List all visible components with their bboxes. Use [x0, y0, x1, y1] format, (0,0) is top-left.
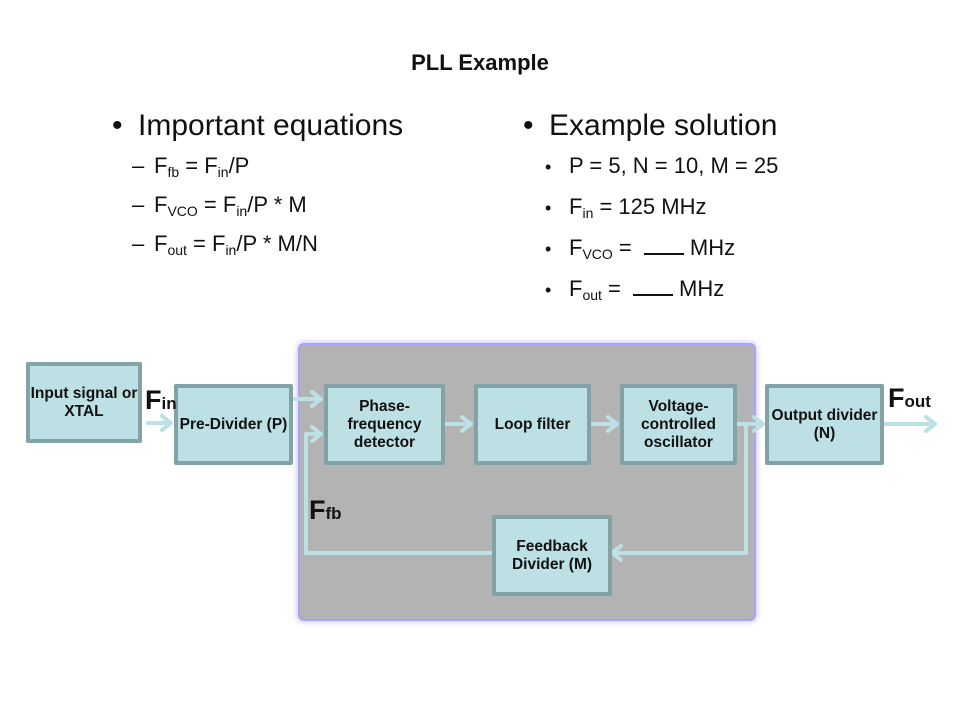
- pre-divider-block: Pre-Divider (P): [174, 384, 293, 465]
- dash-icon: –: [132, 192, 145, 217]
- equation-fvco: –FVCO = Fin/P * M: [112, 185, 403, 224]
- arrowhead-icon: [752, 415, 765, 433]
- dash-icon: –: [132, 231, 145, 256]
- ffb-label: Ffb: [309, 495, 342, 525]
- slide-title: PLL Example: [411, 50, 549, 75]
- arrowhead-icon: [924, 415, 937, 433]
- output-divider-block: Output divider (N): [765, 384, 884, 465]
- feedback-divider-block: Feedback Divider (M): [492, 515, 612, 596]
- arrowhead-icon: [160, 414, 173, 432]
- answer-blank: [643, 237, 684, 255]
- solution-params: •P = 5, N = 10, M = 25: [523, 146, 778, 187]
- fout-label: Fout: [888, 383, 931, 413]
- bullet-icon: •: [545, 157, 552, 177]
- solution-fin: •Fin = 125 MHz: [523, 187, 778, 228]
- solution-fout: •Fout = MHz: [523, 269, 778, 310]
- dash-icon: –: [132, 153, 145, 178]
- loop-filter-block: Loop filter: [474, 384, 591, 465]
- solution-fvco: •FVCO = MHz: [523, 228, 778, 269]
- bullet-icon: •: [545, 239, 552, 259]
- equation-ffb: –Ffb = Fin/P: [112, 146, 403, 185]
- bullet-icon: •: [523, 109, 534, 142]
- input-signal-block: Input signal or XTAL: [26, 362, 142, 443]
- answer-blank: [633, 278, 673, 296]
- vco-block: Voltage-controlled oscillator: [620, 384, 737, 465]
- solution-column: •Example solution •P = 5, N = 10, M = 25…: [523, 106, 778, 310]
- equations-heading: •Important equations: [112, 106, 403, 146]
- phase-frequency-detector-block: Phase-frequency detector: [324, 384, 445, 465]
- bullet-icon: •: [545, 280, 552, 300]
- bullet-icon: •: [112, 109, 123, 142]
- bullet-icon: •: [545, 198, 552, 218]
- equation-fout: –Fout = Fin/P * M/N: [112, 224, 403, 263]
- solution-heading: •Example solution: [523, 106, 778, 146]
- equations-column: •Important equations –Ffb = Fin/P –FVCO …: [112, 106, 403, 263]
- fin-label: Fin: [145, 385, 177, 415]
